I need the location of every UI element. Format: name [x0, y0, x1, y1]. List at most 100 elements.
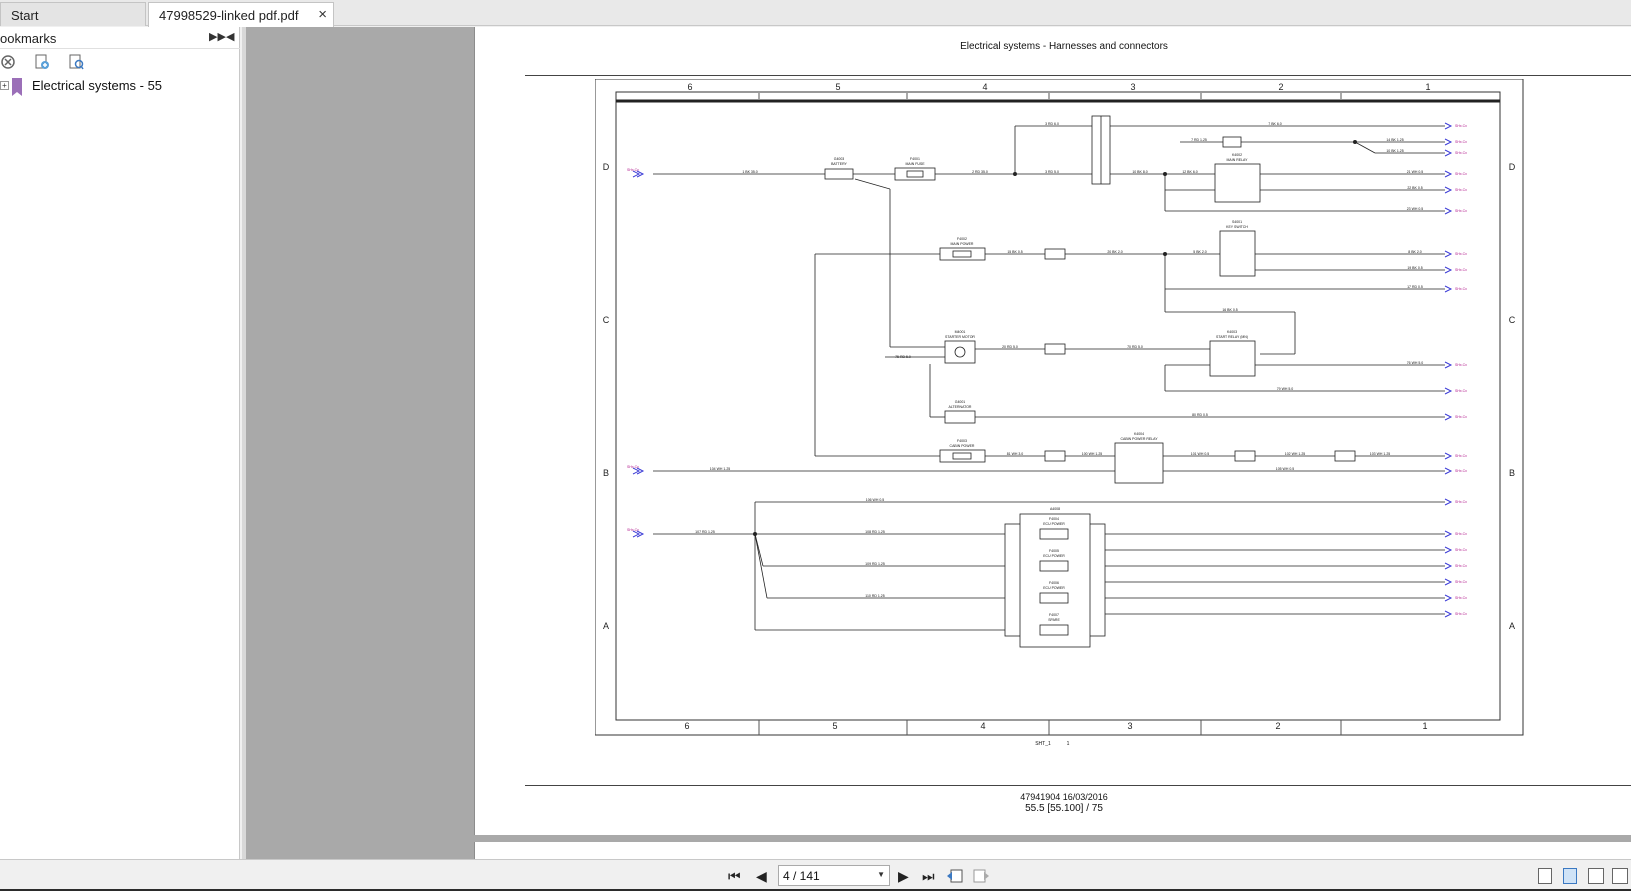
sheet-ref: SHx.Cx [1455, 252, 1467, 256]
wire-label: 10 BK 1.25 [1386, 149, 1403, 153]
facing-view-icon[interactable] [1588, 868, 1604, 884]
component-label: BATTERY [831, 162, 847, 166]
component-id: F4004 [1049, 517, 1059, 521]
component-id: F4002 [957, 237, 967, 241]
component-label: CABIN POWER RELAY [1120, 437, 1158, 441]
sheet-ref: SHx.Cx [627, 168, 639, 172]
component-id: F4006 [1049, 581, 1059, 585]
bookmark-label: Electrical systems - 55 [32, 78, 163, 93]
component-label: START RELAY (MN) [1216, 335, 1248, 339]
wire-label: 75 RD 5.0 [895, 355, 911, 359]
wire-label: 7 BK 6.0 [1268, 122, 1281, 126]
wire-label: 12 BK 6.0 [1182, 170, 1197, 174]
sheet-ref: SHx.Cx [1455, 124, 1467, 128]
component-id: A4008 [1050, 507, 1060, 511]
row-label: C [1509, 315, 1516, 325]
column-label: 4 [980, 721, 985, 731]
header-rule [525, 75, 1631, 76]
sheet-ref: SHx.Cx [1455, 209, 1467, 213]
column-label: 2 [1275, 721, 1280, 731]
last-page-button[interactable]: ⏭ [922, 868, 935, 884]
wire-label: 106 WH 0.5 [866, 498, 885, 502]
panel-splitter[interactable] [242, 27, 246, 859]
next-page-button[interactable]: ▶ [898, 868, 909, 884]
wire-label: 22 BK 0.5 [1407, 186, 1422, 190]
bookmark-item[interactable]: + Electrical systems - 55 [0, 77, 240, 97]
close-icon[interactable]: × [318, 6, 327, 23]
previous-view-icon[interactable] [946, 868, 964, 884]
wire-label: 5 BK 2.0 [1193, 250, 1206, 254]
sheet-ref: SHx.Cx [1455, 580, 1467, 584]
tab-document[interactable]: 47998529-linked pdf.pdf × [148, 2, 334, 27]
continuous-view-icon[interactable] [1563, 868, 1577, 884]
collapse-panel-icon[interactable]: ◀ [226, 31, 235, 43]
sheet-ref: SHx.Cx [1455, 172, 1467, 176]
wire-label: 79 WH 5.0 [1277, 387, 1294, 391]
column-label: 4 [982, 82, 987, 92]
wiring-schematic: 6 5 4 3 2 1 6 5 4 3 2 1 D C B A D C [595, 79, 1524, 747]
sheet-ref: SHx.Cx [627, 465, 639, 469]
document-viewer[interactable]: Electrical systems - Harnesses and conne… [246, 27, 1631, 859]
delete-bookmark-icon[interactable] [0, 54, 16, 70]
continuous-facing-view-icon[interactable] [1612, 868, 1628, 884]
wire-label: 76 WH 5.0 [1407, 361, 1424, 365]
find-bookmark-icon[interactable] [68, 54, 84, 70]
wire-label: 3 RD 5.0 [1045, 170, 1059, 174]
component-id: G4003 [834, 157, 845, 161]
expand-panel-icon[interactable]: ▶▶ [209, 31, 226, 43]
component-label: ECU POWER [1043, 522, 1065, 526]
component-id: F4003 [957, 439, 967, 443]
sheet-ref: SHx.Cx [1455, 596, 1467, 600]
sheet-ref: SHx.Cx [627, 528, 639, 532]
row-label: B [1509, 468, 1515, 478]
wire-label: 10 BK 8.0 [1132, 170, 1147, 174]
wire-label: 80 RD 0.5 [1192, 413, 1208, 417]
first-page-button[interactable]: ⏮ [728, 868, 741, 884]
component-id: K4002 [1232, 153, 1242, 157]
tab-start[interactable]: Start [0, 2, 146, 26]
add-bookmark-icon[interactable] [34, 54, 50, 70]
panel-header: ookmarks ▶▶ ◀ [0, 27, 240, 49]
chevron-down-icon[interactable]: ▼ [877, 870, 885, 879]
wire-label: 20 RD 5.0 [1002, 345, 1018, 349]
component-id: M4001 [955, 330, 966, 334]
component-id: F4007 [1049, 613, 1059, 617]
component-label: STARTER MOTOR [945, 335, 975, 339]
next-pdf-page [474, 842, 1631, 859]
component-id: F4001 [910, 157, 920, 161]
column-label: 3 [1127, 721, 1132, 731]
pdf-page: Electrical systems - Harnesses and conne… [474, 27, 1631, 835]
expand-icon[interactable]: + [0, 81, 9, 90]
footer-rule [525, 785, 1631, 786]
component-label: MAIN FUSE [905, 162, 925, 166]
main-relay-symbol [1214, 163, 1261, 203]
next-view-icon[interactable] [972, 868, 990, 884]
page-number-input[interactable]: 4 / 141 ▼ [778, 865, 890, 886]
component-label: KEY SWITCH [1226, 225, 1248, 229]
prev-page-button[interactable]: ◀ [756, 868, 767, 884]
wire-label: 101 WH 0.5 [1191, 452, 1210, 456]
reference-arrows [632, 122, 1453, 618]
sheet-ref: SHx.Cx [1455, 287, 1467, 291]
sheet-ref: SHx.Cx [1455, 532, 1467, 536]
wire-label: 100 WH 1.25 [1082, 452, 1102, 456]
component-label: SPARE [1048, 618, 1060, 622]
component-id: G4001 [955, 400, 966, 404]
sheet-ref: SHx.Cx [1455, 140, 1467, 144]
battery-symbol [824, 168, 854, 180]
single-page-view-icon[interactable] [1538, 868, 1552, 884]
sheet-ref: SHx.Cx [1455, 500, 1467, 504]
component-label: ECU POWER [1043, 554, 1065, 558]
navigation-bar: ⏮ ◀ 4 / 141 ▼ ▶ ⏭ [0, 859, 1631, 891]
wire-label: 15 BK 0.5 [1007, 250, 1022, 254]
wire-label: 7 RD 1.25 [1191, 138, 1207, 142]
outer-frame [595, 79, 1524, 736]
column-label: 5 [835, 82, 840, 92]
column-label: 6 [687, 82, 692, 92]
wire-label: 107 RD 1.25 [695, 530, 715, 534]
sheet-ref: SHx.Cx [1455, 454, 1467, 458]
wire-label: 105 WH 0.5 [1276, 467, 1295, 471]
wire-label: 104 WH 1.25 [710, 467, 730, 471]
row-label: A [1509, 621, 1515, 631]
row-label: A [603, 621, 609, 631]
